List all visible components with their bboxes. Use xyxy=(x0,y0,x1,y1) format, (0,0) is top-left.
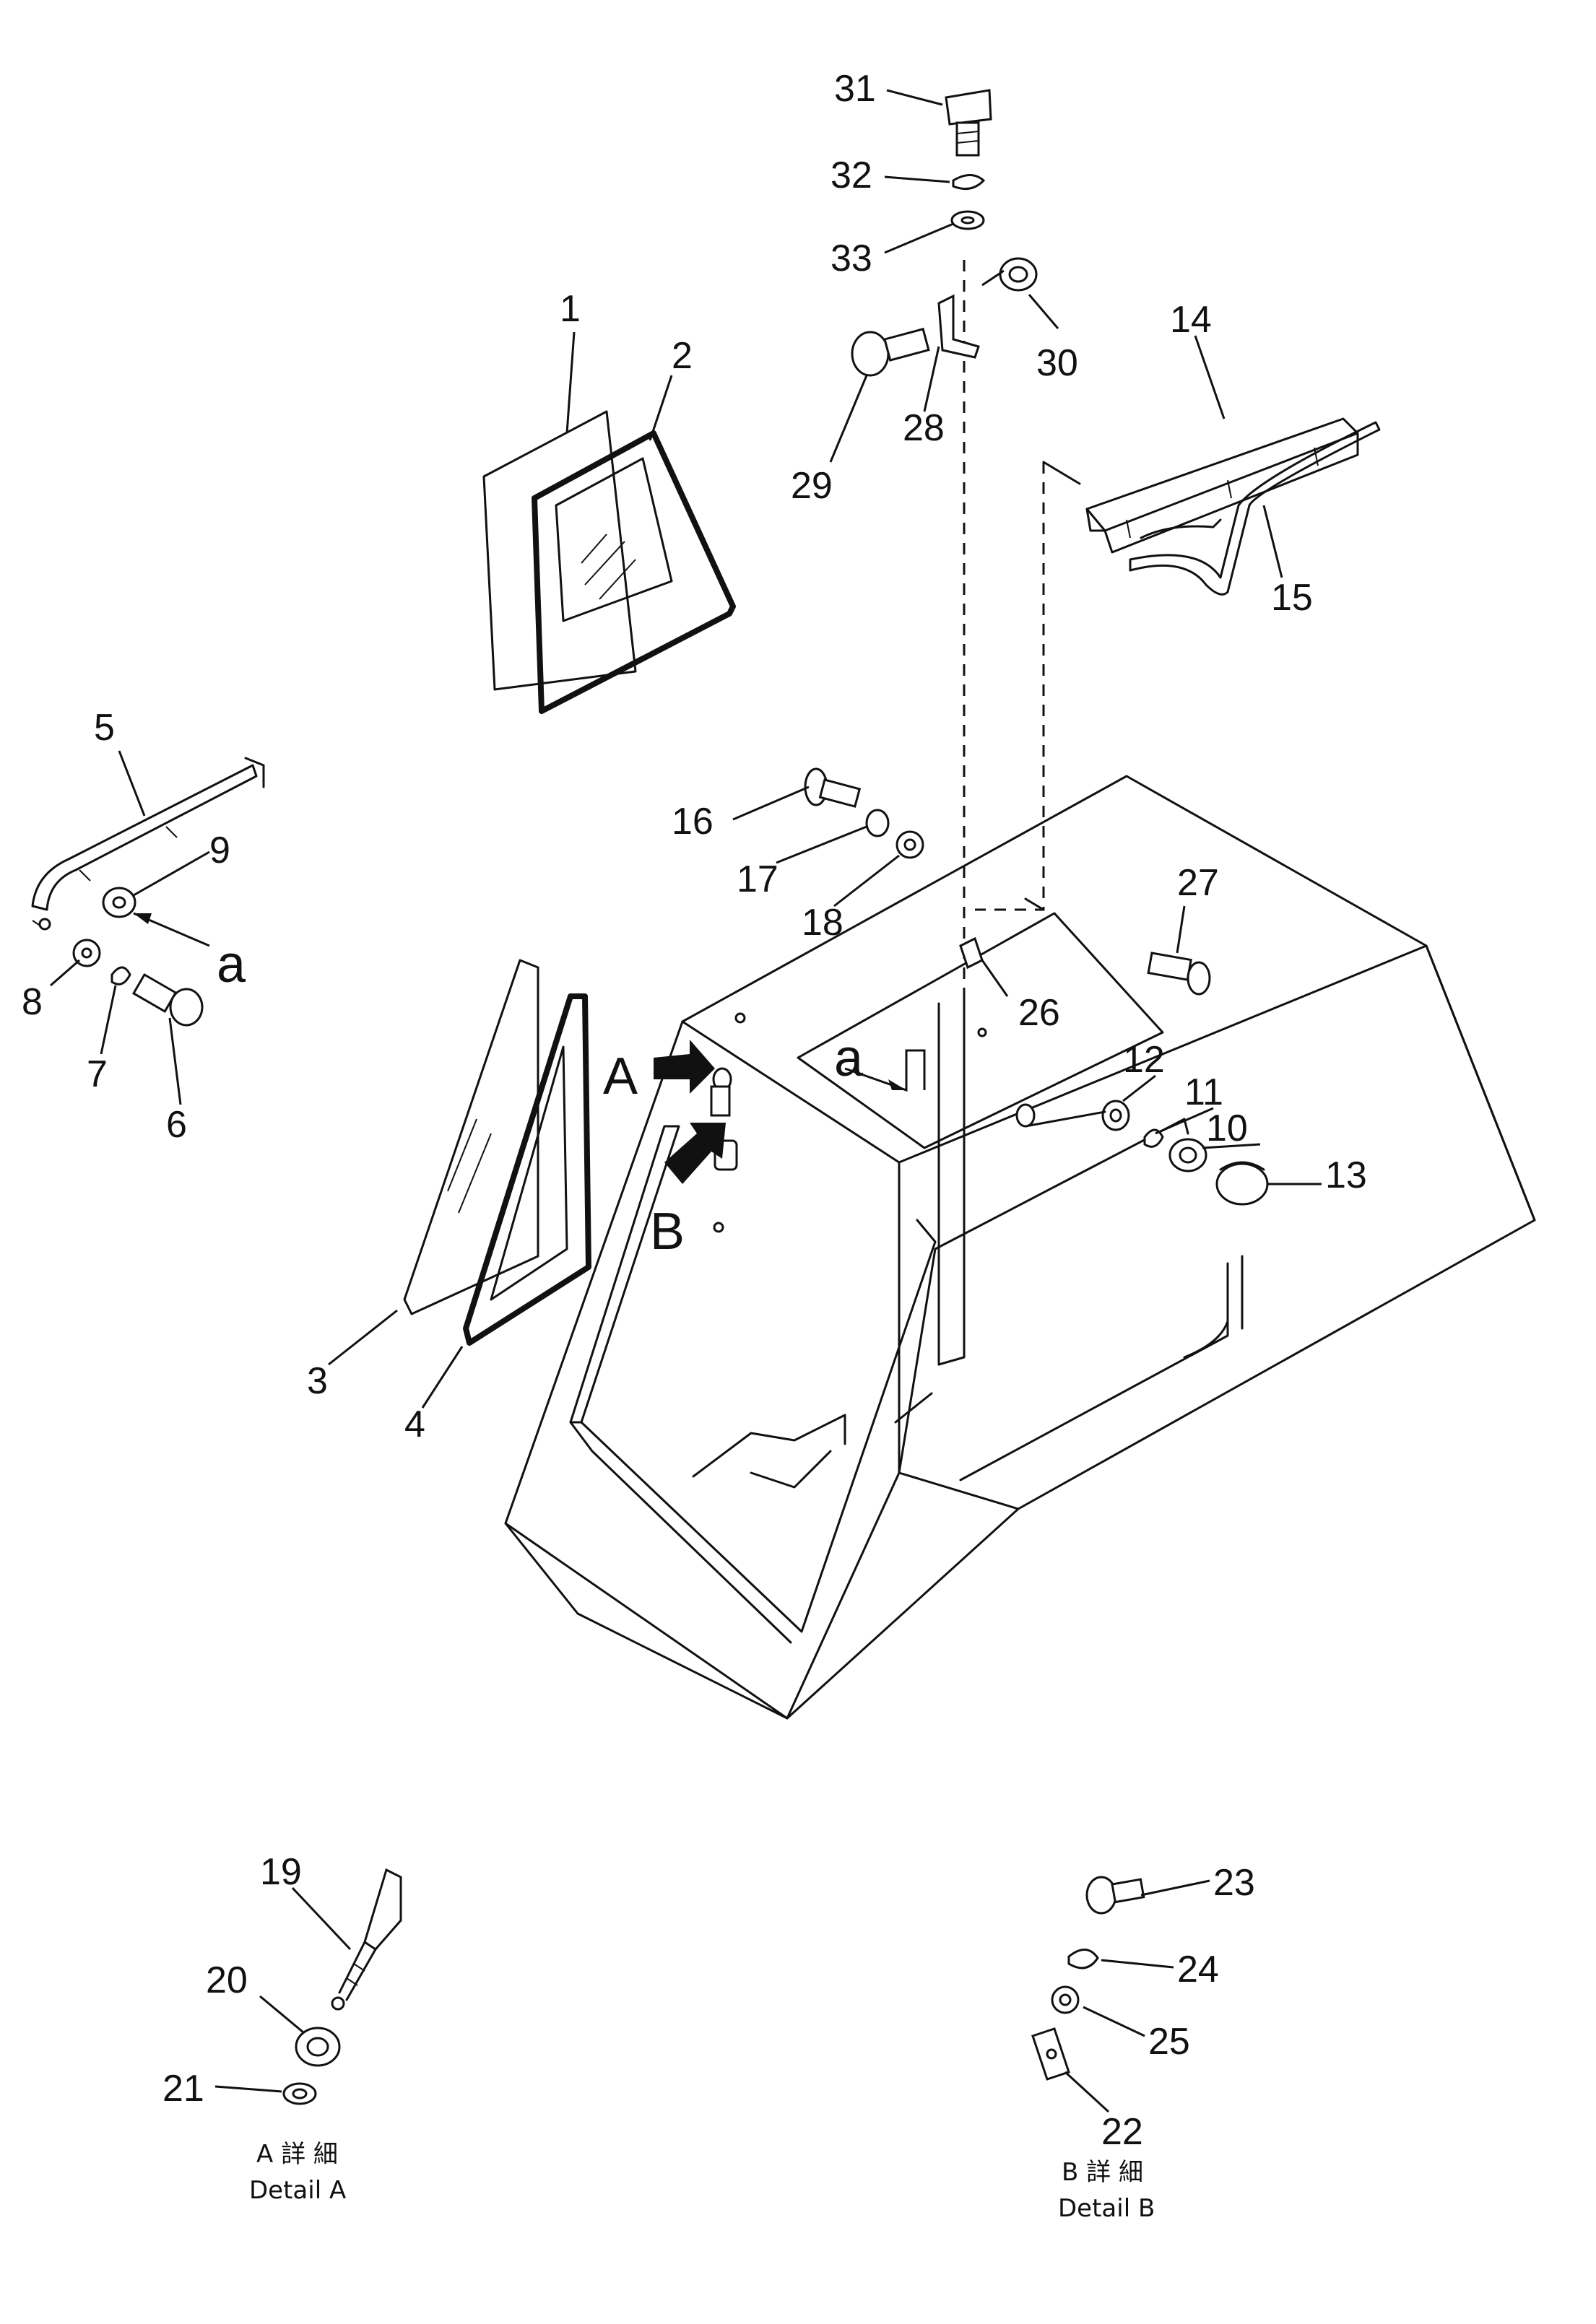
callout-14: 14 xyxy=(1170,299,1212,341)
callout-8: 8 xyxy=(22,981,43,1023)
callout-5: 5 xyxy=(94,707,115,749)
callout-25: 25 xyxy=(1148,2021,1190,2063)
detail-a-caption-jp: A 詳 細 xyxy=(256,2140,338,2169)
callout-32: 32 xyxy=(830,155,872,196)
arrow-B xyxy=(664,1123,726,1184)
washer-32 xyxy=(952,174,986,191)
callout-26: 26 xyxy=(1018,992,1060,1034)
bolt-16 xyxy=(804,767,862,808)
bolt-29 xyxy=(851,327,930,377)
callout-30: 30 xyxy=(1036,342,1078,384)
callout-17: 17 xyxy=(737,858,779,900)
callout-1: 1 xyxy=(560,288,581,330)
cap-13 xyxy=(1215,1161,1269,1206)
marker-a-upper: a xyxy=(834,1030,864,1087)
detail-a-location-parts xyxy=(710,1067,738,1171)
detail-a-caption-en: Detail A xyxy=(249,2176,346,2205)
callout-21: 21 xyxy=(162,2068,204,2110)
marker-B: B xyxy=(650,1203,685,1261)
callout-7: 7 xyxy=(87,1053,108,1095)
callout-2: 2 xyxy=(672,335,693,377)
arrow-A xyxy=(654,1040,715,1094)
callout-labels: 1 2 3 4 5 6 7 8 9 10 11 12 13 14 15 16 1… xyxy=(22,68,1367,2153)
detail-b-caption-jp: B 詳 細 xyxy=(1062,2158,1143,2187)
callout-33: 33 xyxy=(830,238,872,279)
callout-3: 3 xyxy=(307,1360,328,1402)
lock-washer-7 xyxy=(110,966,131,985)
assembly-guide-line-2 xyxy=(975,462,1045,911)
callout-24: 24 xyxy=(1177,1949,1219,1990)
callout-23: 23 xyxy=(1213,1862,1255,1904)
detail-b-drawing xyxy=(1031,1876,1210,2113)
callout-27: 27 xyxy=(1177,862,1219,904)
lock-washer-11 xyxy=(1143,1128,1164,1148)
callout-31: 31 xyxy=(834,68,876,110)
marker-a-lower: a xyxy=(217,936,246,993)
detail-b-caption-en: Detail B xyxy=(1058,2194,1155,2223)
callout-22: 22 xyxy=(1101,2111,1143,2153)
leader-lines xyxy=(50,89,1322,1409)
callout-11: 11 xyxy=(1184,1071,1223,1113)
washer-17 xyxy=(865,809,890,837)
nut-10 xyxy=(1168,1138,1207,1172)
guide-bracket xyxy=(1024,461,1081,911)
callout-29: 29 xyxy=(791,465,833,507)
callout-28: 28 xyxy=(903,407,945,449)
callout-6: 6 xyxy=(166,1104,187,1146)
rail-part-14-15 xyxy=(1085,417,1381,596)
detail-captions: A 詳 細 Detail A B 詳 細 Detail B xyxy=(249,2140,1155,2223)
callout-19: 19 xyxy=(260,1851,302,1893)
callout-20: 20 xyxy=(206,1959,248,2001)
callout-13: 13 xyxy=(1325,1154,1367,1196)
callout-16: 16 xyxy=(672,801,714,843)
callout-12: 12 xyxy=(1123,1039,1165,1081)
callout-10: 10 xyxy=(1206,1107,1248,1149)
callout-18: 18 xyxy=(802,902,843,944)
nut-30 xyxy=(999,257,1038,292)
detail-a-drawing xyxy=(214,1868,402,2105)
rail-part-5 xyxy=(31,757,265,931)
bolt-31 xyxy=(945,89,992,157)
window-glass-upper xyxy=(482,410,736,714)
callout-4: 4 xyxy=(404,1403,425,1445)
bracket-28 xyxy=(937,294,980,359)
bolt-27 xyxy=(1147,952,1211,996)
marker-A: A xyxy=(603,1048,638,1105)
reference-markers: a a A B xyxy=(217,936,864,1261)
window-glass-lower xyxy=(403,959,591,1346)
callout-15: 15 xyxy=(1271,577,1313,619)
bolt-6 xyxy=(131,972,204,1027)
callout-9: 9 xyxy=(209,830,230,871)
